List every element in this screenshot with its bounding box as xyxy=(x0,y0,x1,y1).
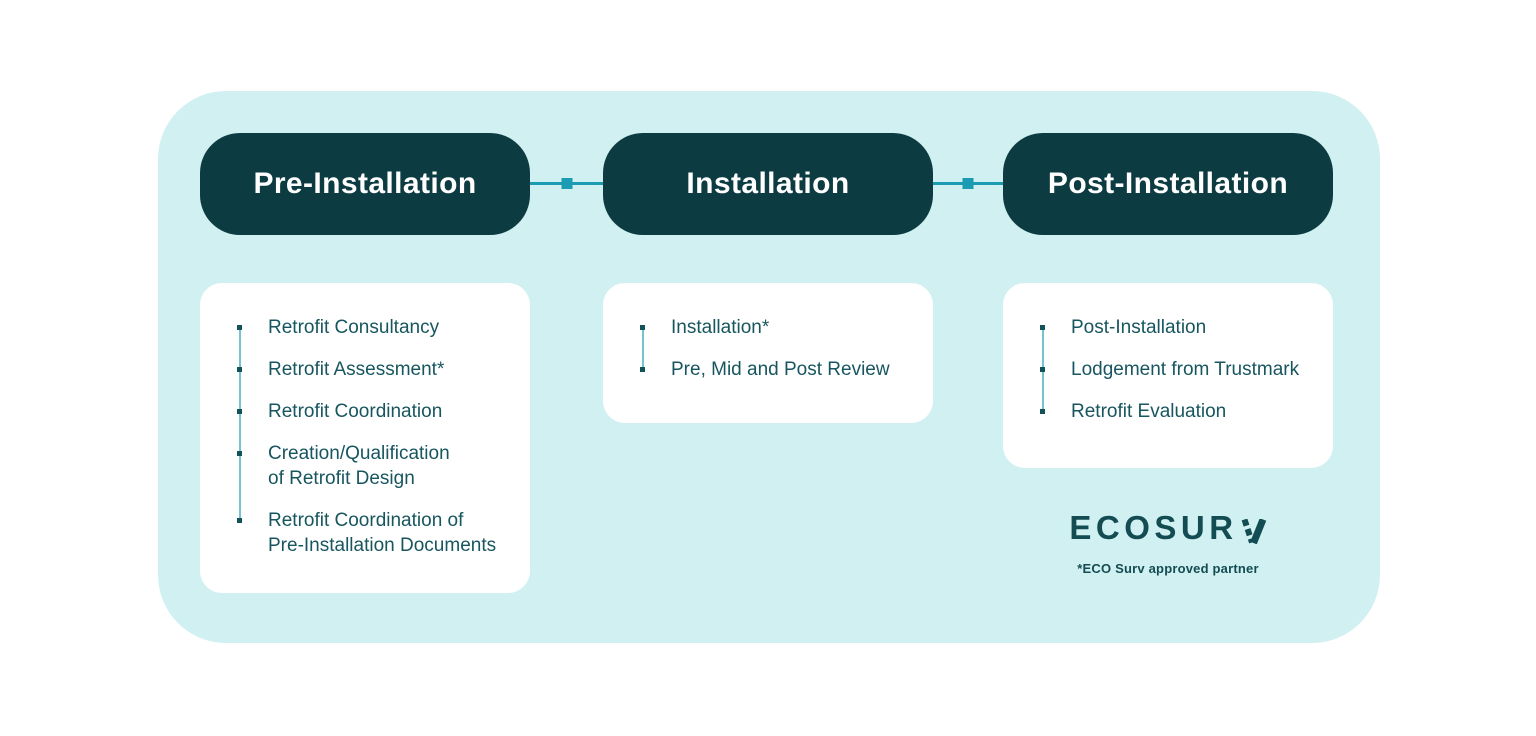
stage-card-installation: Installation* Pre, Mid and Post Review xyxy=(603,283,933,423)
connector-square-icon xyxy=(561,178,572,189)
list-item: Retrofit Coordination xyxy=(237,399,515,424)
stage-title: Post-Installation xyxy=(1047,167,1289,200)
stage-card-post-installation: Post-Installation Lodgement from Trustma… xyxy=(1003,283,1333,468)
bullet-square-icon xyxy=(640,325,645,330)
list-item: Post-Installation xyxy=(1040,315,1318,340)
process-diagram-panel: Pre-Installation Installation Post-Insta… xyxy=(158,91,1380,643)
ecosurv-logo: ECOSUR xyxy=(1069,511,1266,544)
list-item: Pre, Mid and Post Review xyxy=(640,357,918,382)
logo-text: ECOSUR xyxy=(1069,509,1238,546)
list-item: Retrofit Consultancy xyxy=(237,315,515,340)
bullet-square-icon xyxy=(237,325,242,330)
stage-card-pre-installation: Retrofit Consultancy Retrofit Assessment… xyxy=(200,283,530,593)
list-item: Retrofit Evaluation xyxy=(1040,399,1318,424)
bullet-square-icon xyxy=(237,518,242,523)
timeline-line xyxy=(238,327,241,521)
bullet-square-icon xyxy=(237,409,242,414)
list-item: Lodgement from Trustmark xyxy=(1040,357,1318,382)
stage-pill-post-installation: Post-Installation xyxy=(1003,133,1333,235)
connector-square-icon xyxy=(962,178,974,189)
bullet-square-icon xyxy=(237,451,242,456)
bullet-square-icon xyxy=(640,367,645,372)
stage-pill-pre-installation: Pre-Installation xyxy=(200,133,530,235)
list-item: Creation/Qualification of Retrofit Desig… xyxy=(237,441,515,491)
list-item: Retrofit Assessment* xyxy=(237,357,515,382)
timeline-line xyxy=(641,327,644,370)
brand-block: ECOSUR *ECO Surv approved partner xyxy=(1003,511,1333,576)
bullet-square-icon xyxy=(1040,325,1045,330)
bullet-square-icon xyxy=(237,367,242,372)
stage-connector-line xyxy=(933,178,1003,189)
stage-pill-installation: Installation xyxy=(603,133,933,235)
bullet-square-icon xyxy=(1040,367,1045,372)
list-item: Retrofit Coordination of Pre-Installatio… xyxy=(237,508,515,558)
stage-title: Pre-Installation xyxy=(253,167,477,200)
stage-connector-line xyxy=(530,178,603,189)
stage-title: Installation xyxy=(686,167,850,200)
partner-note: *ECO Surv approved partner xyxy=(1077,561,1259,576)
bullet-square-icon xyxy=(1040,409,1045,414)
list-item: Installation* xyxy=(640,315,918,340)
logo-v-stripes-icon xyxy=(1240,519,1267,544)
